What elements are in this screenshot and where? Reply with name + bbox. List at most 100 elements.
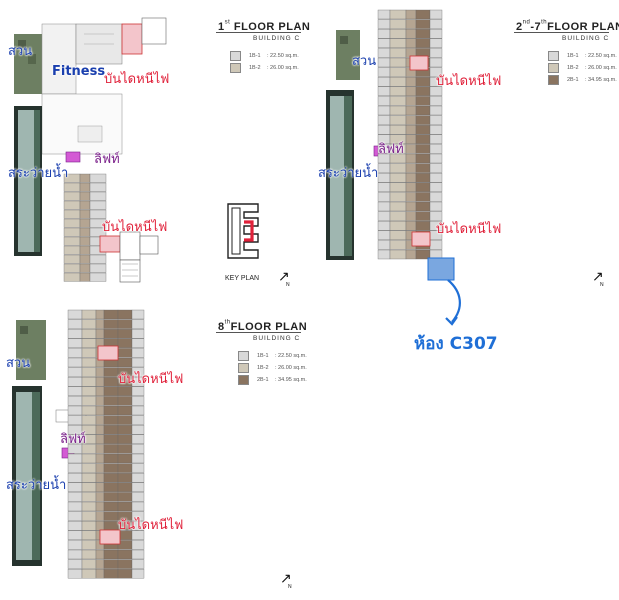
unit-cell bbox=[103, 473, 119, 483]
corridor-segment bbox=[95, 463, 105, 473]
unit-cell bbox=[131, 463, 145, 473]
unit-cell bbox=[389, 9, 407, 20]
legend-area: : 26.00 sq.m. bbox=[267, 65, 299, 71]
corridor-segment bbox=[95, 377, 105, 387]
unit-column bbox=[377, 9, 443, 260]
unit-cell bbox=[389, 182, 407, 192]
label-garden: สวน bbox=[8, 44, 33, 59]
unit-cell bbox=[81, 319, 97, 329]
unit-cell bbox=[377, 230, 391, 240]
unit-cell bbox=[117, 425, 133, 435]
unit-cell bbox=[103, 425, 119, 435]
label-fitness: Fitness bbox=[52, 64, 106, 79]
corridor-segment bbox=[95, 549, 105, 560]
unit-cell bbox=[117, 463, 133, 473]
unit-cell bbox=[89, 272, 107, 282]
key-plan-label: KEY PLAN bbox=[225, 275, 260, 282]
label-fire-stair-bottom: บันไดหนีไฟ bbox=[118, 518, 184, 533]
unit-cell bbox=[377, 240, 391, 250]
legend-row: 1B-1: 22.50 sq.m. bbox=[230, 50, 299, 62]
unit-cell bbox=[81, 329, 97, 339]
unit-cell bbox=[67, 367, 83, 377]
unit-cell bbox=[389, 173, 407, 183]
unit-cell bbox=[81, 396, 97, 406]
unit-cell bbox=[117, 357, 133, 368]
swimming-pool bbox=[330, 96, 346, 256]
unit-cell bbox=[389, 38, 407, 48]
legend-row: 1B-2 : 26.00 sq.m. bbox=[230, 62, 299, 74]
legend-area: : 22.50 sq.m. bbox=[267, 53, 299, 59]
legend-row: 1B-2: 26.00 sq.m. bbox=[238, 362, 307, 374]
corridor-segment bbox=[79, 245, 91, 255]
label-fire-stair-top: บันไดหนีไฟ bbox=[436, 74, 502, 89]
unit-cell bbox=[429, 144, 443, 154]
legend-area: : 26.00 sq.m. bbox=[585, 65, 617, 71]
unit-cell bbox=[117, 415, 133, 425]
unit-cell bbox=[81, 309, 97, 320]
corridor-segment bbox=[95, 511, 105, 521]
first-floor-plan-drawing bbox=[14, 17, 167, 283]
unit-cell bbox=[415, 182, 431, 192]
unit-cell bbox=[103, 492, 119, 502]
legend-row: 1B-1: 22.50 sq.m. bbox=[238, 350, 307, 362]
unit-cell bbox=[429, 86, 443, 96]
label-garden: สวน bbox=[6, 356, 31, 371]
unit-cell bbox=[63, 272, 81, 282]
legend-code: 1B-2 bbox=[249, 65, 261, 71]
swimming-pool bbox=[18, 110, 36, 252]
unit-cell bbox=[389, 105, 407, 116]
unit-cell bbox=[429, 153, 443, 164]
swimming-pool bbox=[16, 392, 34, 560]
unit-cell bbox=[131, 415, 145, 425]
corridor-segment bbox=[95, 425, 105, 435]
unit-cell bbox=[415, 144, 431, 154]
unit-cell bbox=[63, 236, 81, 246]
unit-cell bbox=[81, 377, 97, 387]
unit-cell bbox=[89, 254, 107, 264]
key-plan-diagram bbox=[227, 203, 259, 259]
unit-cell bbox=[415, 38, 431, 48]
unit-cell bbox=[429, 105, 443, 116]
unit-cell bbox=[117, 396, 133, 406]
unit-cell bbox=[103, 463, 119, 473]
divider bbox=[514, 32, 609, 33]
unit-cell bbox=[429, 115, 443, 125]
unit-cell bbox=[63, 200, 81, 210]
unit-cell bbox=[131, 501, 145, 512]
unit-cell bbox=[117, 319, 133, 329]
corridor-segment bbox=[79, 191, 91, 201]
corridor-segment bbox=[405, 192, 417, 202]
unit-cell bbox=[131, 338, 145, 348]
corridor-segment bbox=[79, 254, 91, 264]
unit-cell bbox=[81, 357, 97, 368]
room-callout-label: ห้อง C307 bbox=[414, 334, 498, 354]
unit-cell bbox=[81, 511, 97, 521]
corridor-segment bbox=[405, 86, 417, 96]
unit-cell bbox=[89, 227, 107, 237]
unit-cell bbox=[81, 405, 97, 416]
unit-cell bbox=[103, 309, 119, 320]
unit-cell bbox=[81, 569, 97, 579]
unit-cell bbox=[389, 230, 407, 240]
eighth-floor-title: 8thFLOOR PLAN bbox=[218, 319, 308, 333]
legend-swatch bbox=[230, 63, 241, 73]
unit-cell bbox=[81, 473, 97, 483]
unit-cell bbox=[81, 492, 97, 502]
unit-cell bbox=[377, 125, 391, 135]
unit-cell bbox=[103, 501, 119, 512]
legend-swatch bbox=[238, 363, 249, 373]
unit-cell bbox=[415, 77, 431, 87]
corridor-segment bbox=[405, 9, 417, 20]
unit-cell bbox=[415, 96, 431, 106]
unit-cell bbox=[67, 357, 83, 368]
corridor-segment bbox=[95, 367, 105, 377]
unit-cell bbox=[67, 549, 83, 560]
unit-cell bbox=[81, 540, 97, 550]
building-label: BUILDING C bbox=[253, 35, 301, 42]
unit-cell bbox=[117, 501, 133, 512]
second-floor-legend: 1B-1: 22.50 sq.m.1B-2: 26.00 sq.m.2B-1: … bbox=[548, 50, 617, 86]
unit-cell bbox=[131, 482, 145, 492]
eighth-floor-legend: 1B-1: 22.50 sq.m.1B-2: 26.00 sq.m.2B-1: … bbox=[238, 350, 307, 386]
legend-code: 1B-2 bbox=[567, 65, 579, 71]
unit-cell bbox=[377, 19, 391, 29]
